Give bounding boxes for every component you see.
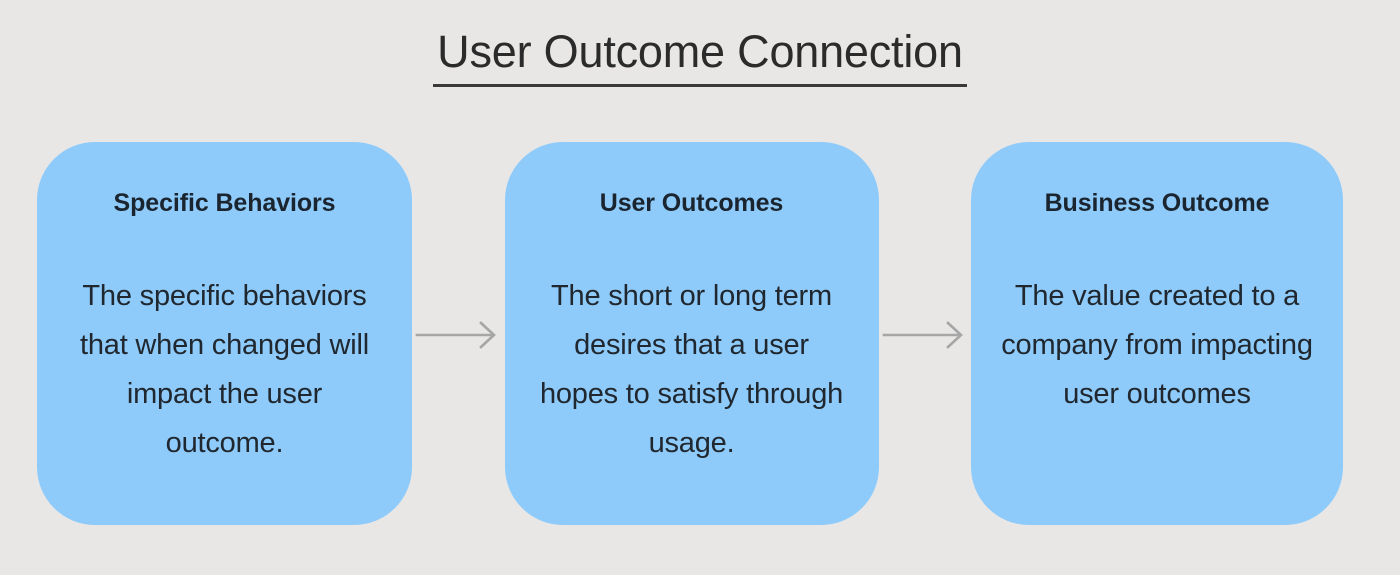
flow-step-heading: User Outcomes (599, 189, 784, 217)
flow-diagram: Specific Behaviors The specific behavior… (37, 142, 1343, 525)
flow-step-body: The specific behaviors that when changed… (79, 280, 369, 459)
flow-step-body: The short or long term desires that a us… (539, 280, 844, 459)
flow-step-heading: Business Outcome (1044, 189, 1270, 217)
connector-2 (879, 142, 972, 525)
page-title-container: User Outcome Connection (0, 28, 1400, 88)
flow-step-body: The value created to a company from impa… (1001, 280, 1313, 410)
arrow-right-icon (882, 320, 968, 350)
connector-1 (412, 142, 505, 525)
flow-step-user-outcomes: User Outcomes The short or long term des… (504, 142, 879, 525)
flow-step-heading: Specific Behaviors (113, 189, 336, 217)
arrow-right-icon (415, 320, 501, 350)
page-title: User Outcome Connection (433, 28, 967, 88)
flow-step-specific-behaviors: Specific Behaviors The specific behavior… (37, 142, 412, 525)
flow-step-business-outcome: Business Outcome The value created to a … (971, 142, 1343, 525)
